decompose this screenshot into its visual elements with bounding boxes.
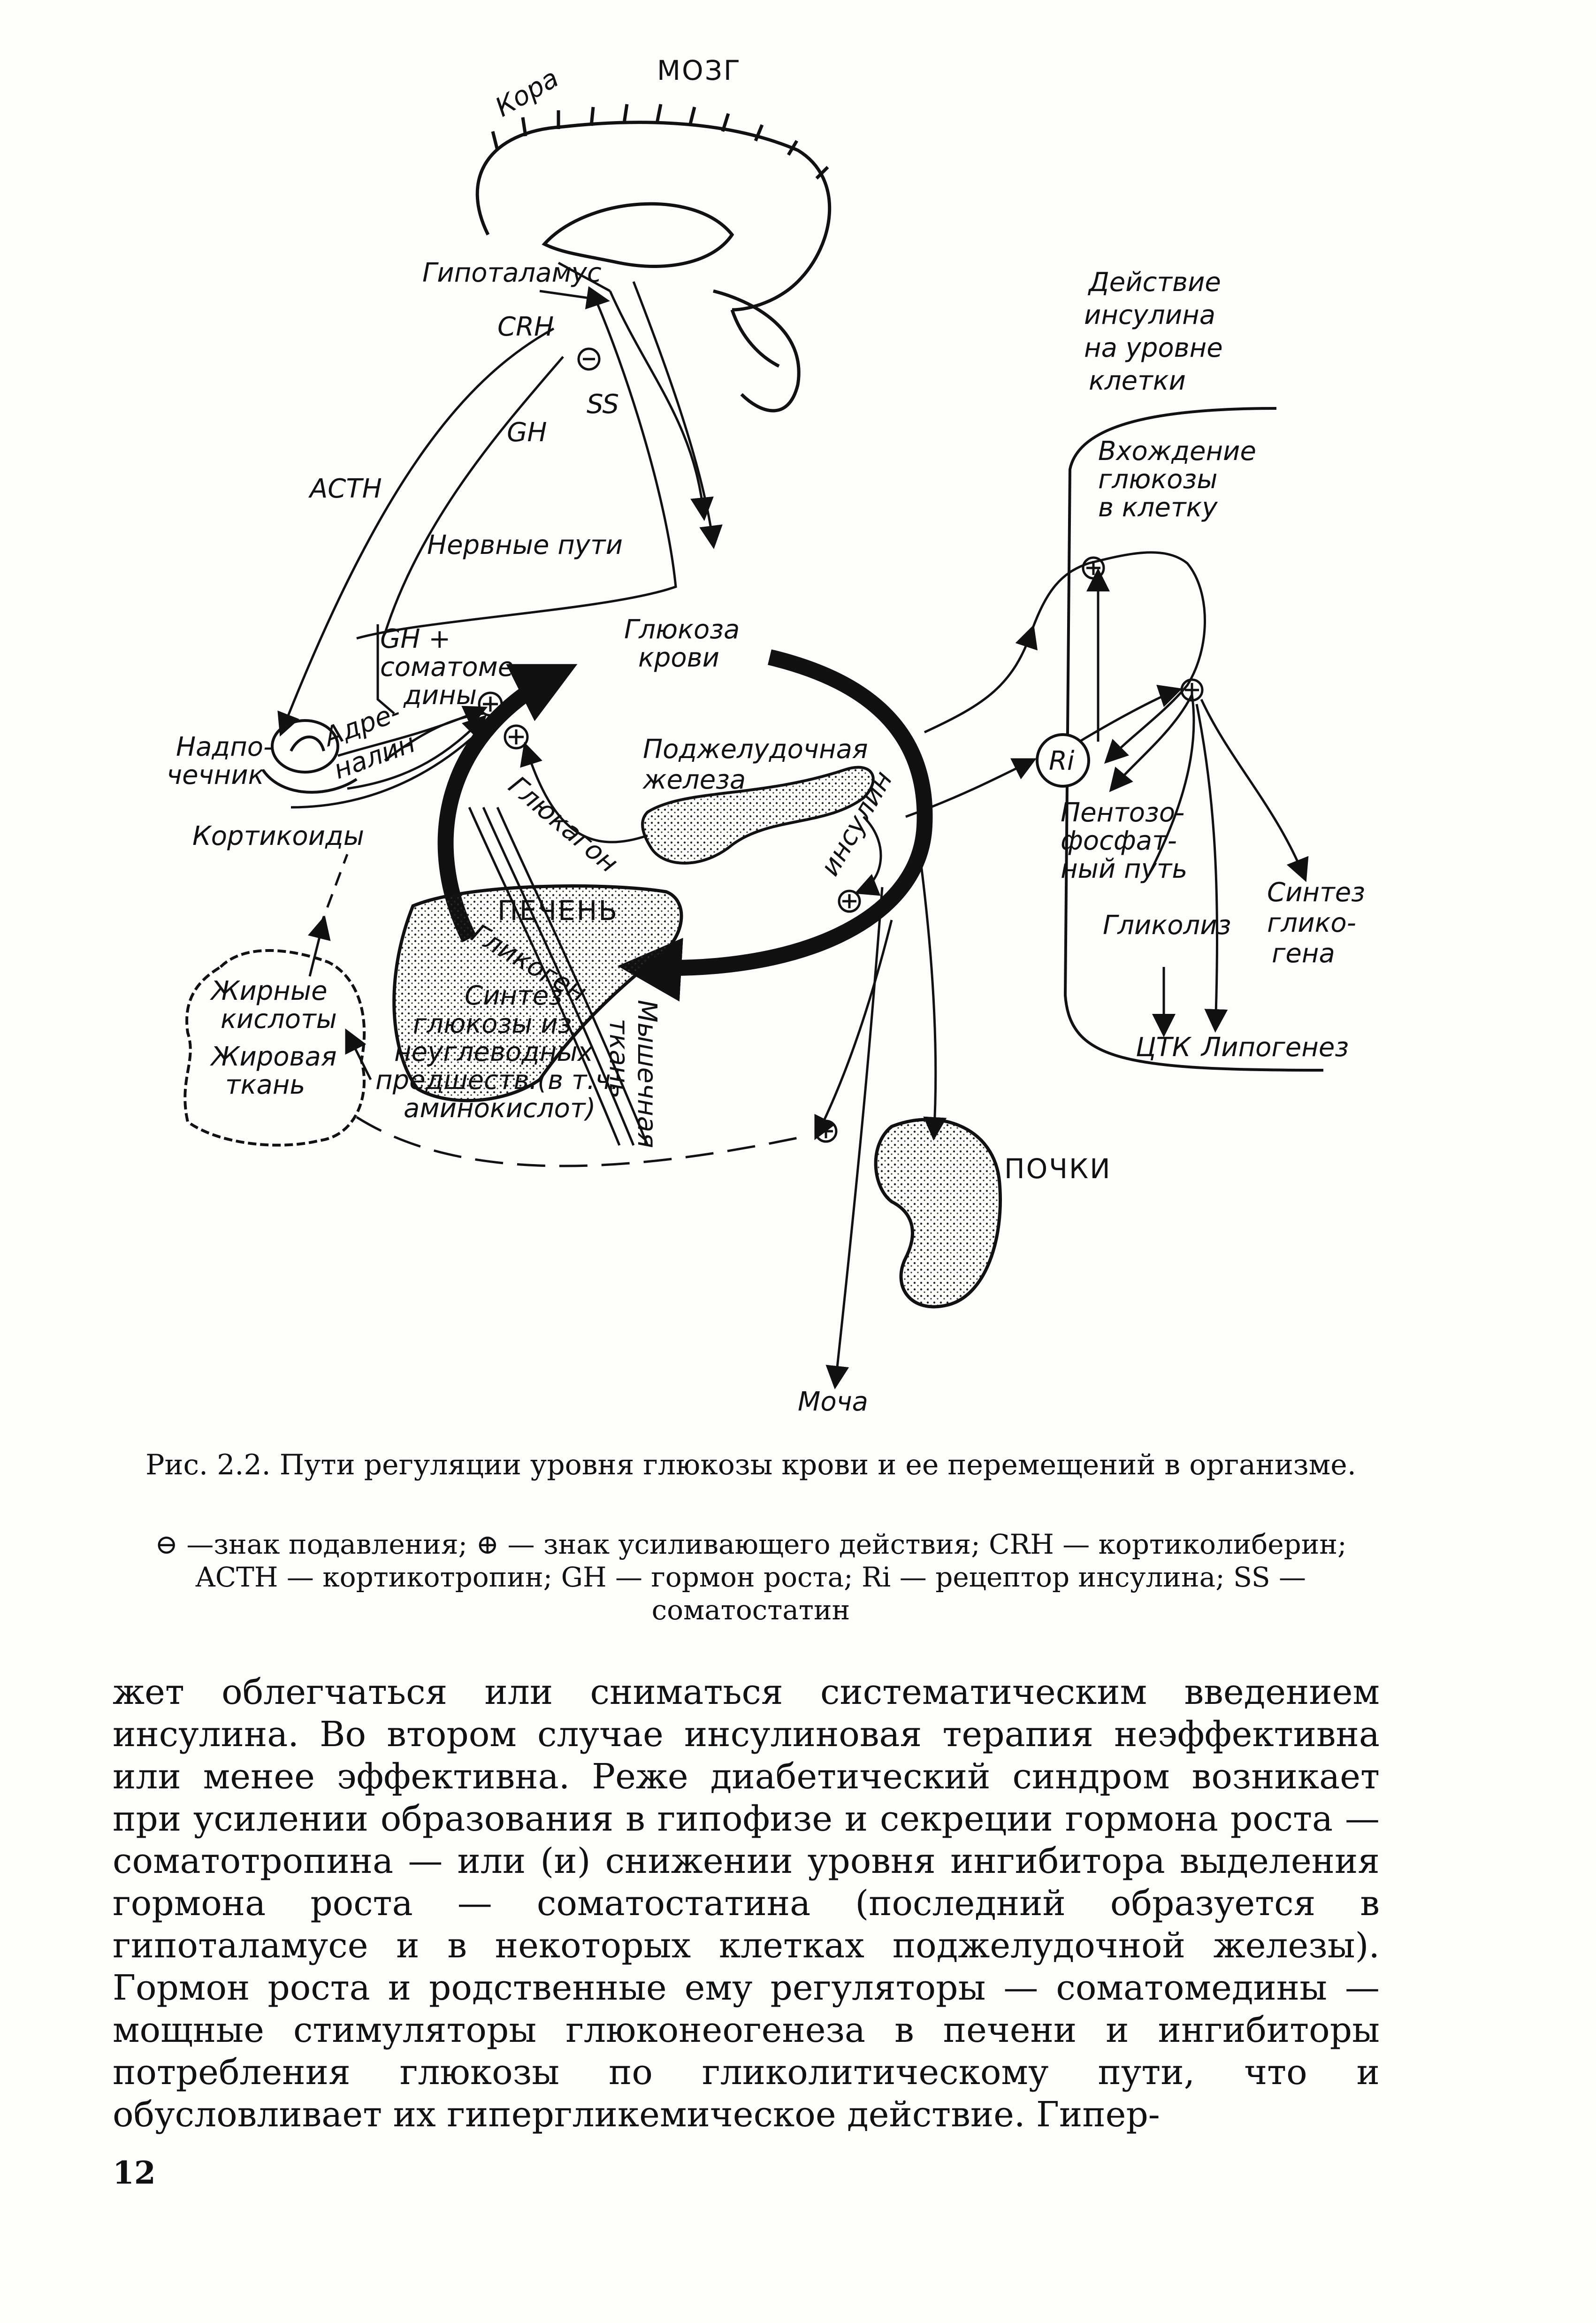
glycogen-synthesis-label-2: глико- (1267, 908, 1356, 938)
glucose-entry-label-3: в клетку (1098, 492, 1218, 523)
gh-somatomedins-label-3: дины (403, 680, 477, 711)
figure-legend: ⊖ —знак подавления; ⊕ — знак усиливающег… (127, 1528, 1375, 1626)
glucagon-label: Глюкагон (503, 770, 624, 879)
page-number: 12 (113, 2154, 156, 2191)
blood-glucose-label-2: крови (638, 643, 719, 673)
lipogenesis-label: Липогенез (1200, 1032, 1349, 1063)
figure-caption: Рис. 2.2. Пути регуляции уровня глюкозы … (127, 1448, 1375, 1482)
cortex-label: Кора (490, 63, 564, 123)
pancreas-label-1: Поджелудочная (643, 734, 868, 765)
insulin-action-label-4: клетки (1089, 366, 1186, 396)
adipose-label-1: Жировая (210, 1042, 337, 1072)
synthesis-label-2: глюкозы из (413, 1009, 572, 1039)
pentose-label-1: Пентозо- (1061, 797, 1184, 828)
paragraph-text: жет облегчаться или сниматься систематич… (113, 1671, 1380, 2136)
urine-label: Моча (798, 1387, 868, 1417)
synthesis-label-5: аминокислот) (404, 1093, 596, 1124)
insulin-action-label-1: Действие (1087, 267, 1221, 298)
blood-glucose-label-1: Глюкоза (624, 614, 740, 645)
pancreas-label-2: железа (642, 765, 746, 795)
synthesis-label-3: неуглеводных (394, 1037, 594, 1067)
adrenal-label-1: Надпо- (176, 732, 273, 762)
gh-somatomedins-label-1: GH + (380, 624, 451, 654)
receptor-label: Ri (1049, 746, 1075, 776)
kidney-shape (876, 1119, 1000, 1307)
muscle-label-2: ткань (603, 1019, 634, 1098)
glycogen-synthesis-label-1: Синтез (1267, 877, 1365, 908)
adrenal-label-2: чечник (167, 760, 264, 790)
gh-somatomedins-label-2: соматоме- (380, 652, 523, 682)
fatty-acids-label-1: Жирные (210, 976, 328, 1006)
neural-paths-label: Нервные пути (427, 530, 623, 560)
glucose-regulation-diagram: МОЗГ Кора Гипоталамус CRH SS GH ACTH Нер… (0, 0, 1596, 1436)
glucose-entry-label-2: глюкозы (1098, 464, 1217, 495)
synthesis-label-1: Синтез (465, 981, 563, 1011)
adipose-label-2: ткань (225, 1070, 305, 1100)
muscle-label-1: Мышечная (632, 1000, 662, 1148)
fatty-acids-label-2: кислоты (221, 1004, 337, 1035)
glycogen-synthesis-label-3: гена (1272, 938, 1335, 969)
pentose-label-2: фосфат- (1061, 826, 1177, 856)
acth-label: ACTH (308, 474, 382, 504)
brain-label: МОЗГ (657, 54, 741, 86)
corticoids-label: Кортикоиды (192, 821, 364, 851)
glycolysis-label: Гликолиз (1103, 910, 1231, 941)
kidneys-label: ПОЧКИ (1004, 1153, 1112, 1185)
pentose-label-3: ный путь (1061, 854, 1187, 884)
body-paragraph: жет облегчаться или сниматься систематич… (113, 1671, 1380, 2136)
insulin-action-label-3: на уровне (1084, 333, 1223, 363)
glucose-entry-label-1: Вхождение (1098, 436, 1256, 467)
insulin-action-label-2: инсулина (1084, 300, 1215, 330)
synthesis-label-4: предшеств.(в т.ч. (375, 1065, 619, 1096)
ss-label: SS (587, 389, 619, 420)
crh-label: CRH (497, 312, 554, 342)
gh-label: GH (507, 417, 547, 448)
tca-label: ЦТК (1136, 1032, 1192, 1063)
